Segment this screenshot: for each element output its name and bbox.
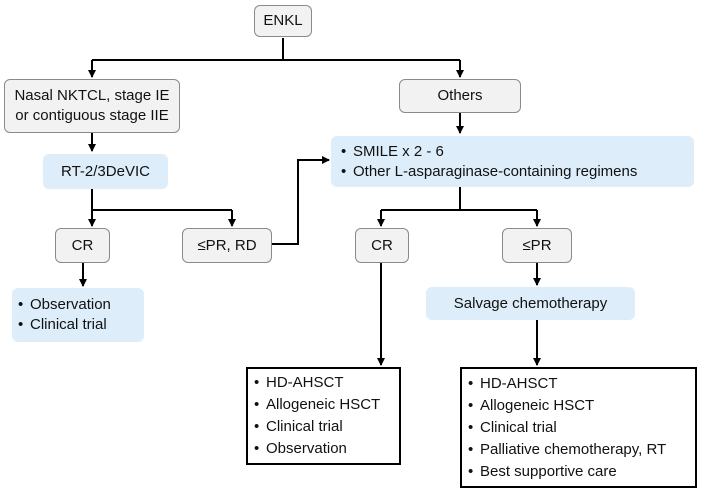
node-smile-item-1: SMILE x 2 - 6 [341, 142, 637, 162]
node-enkl-label: ENKL [263, 12, 303, 29]
node-nasal-line-2: or contiguous stage IIE [15, 107, 169, 124]
pr-outcome-item: Palliative chemotherapy, RT [468, 439, 666, 461]
node-nasal-line-1: Nasal NKTCL, stage IE [14, 87, 170, 104]
connector-rt-split [91, 189, 232, 211]
node-nasal-nktcl: Nasal NKTCL, stage IE or contiguous stag… [4, 79, 180, 133]
node-cr-right-label: CR [371, 236, 393, 254]
pr-outcome-item: HD-AHSCT [468, 373, 666, 395]
node-pr-rd-label: ≤PR, RD [197, 236, 257, 254]
node-others-label: Others [437, 87, 483, 104]
cr-outcome-item: Observation [254, 438, 380, 460]
cr-outcome-item: Clinical trial [254, 416, 380, 438]
node-pr-right-label: ≤PR [522, 236, 552, 254]
node-smile-item-2: Other L-asparaginase-containing regimens [341, 162, 637, 182]
connector-enkl-split [92, 38, 460, 61]
node-enkl: ENKL [254, 5, 312, 37]
node-observation-item-2: Clinical trial [18, 315, 111, 335]
node-pr-outcomes: HD-AHSCT Allogeneic HSCT Clinical trial … [460, 367, 697, 488]
arrow-pr-rd-to-smile [272, 156, 330, 245]
node-cr-outcomes: HD-AHSCT Allogeneic HSCT Clinical trial … [246, 367, 401, 465]
node-pr-rd: ≤PR, RD [182, 228, 272, 263]
node-pr-right: ≤PR [502, 228, 572, 263]
pr-outcome-item: Best supportive care [468, 461, 666, 483]
node-observation-item-1: Observation [18, 295, 111, 315]
cr-outcome-item: HD-AHSCT [254, 372, 380, 394]
connector-smile-split [381, 187, 537, 211]
cr-outcome-item: Allogeneic HSCT [254, 394, 380, 416]
node-observation-trial: Observation Clinical trial [12, 288, 144, 342]
node-salvage-label: Salvage chemotherapy [453, 294, 608, 312]
node-others: Others [399, 79, 521, 113]
pr-outcome-item: Allogeneic HSCT [468, 395, 666, 417]
node-salvage-chemotherapy: Salvage chemotherapy [426, 287, 635, 320]
node-cr-left: CR [55, 228, 110, 263]
node-cr-left-label: CR [71, 236, 94, 254]
node-smile: SMILE x 2 - 6 Other L-asparaginase-conta… [331, 136, 694, 187]
node-cr-right: CR [355, 228, 409, 263]
node-rt-devic: RT-2/3DeVIC [43, 154, 168, 189]
pr-outcome-item: Clinical trial [468, 417, 666, 439]
node-rt-devic-label: RT-2/3DeVIC [61, 162, 150, 180]
